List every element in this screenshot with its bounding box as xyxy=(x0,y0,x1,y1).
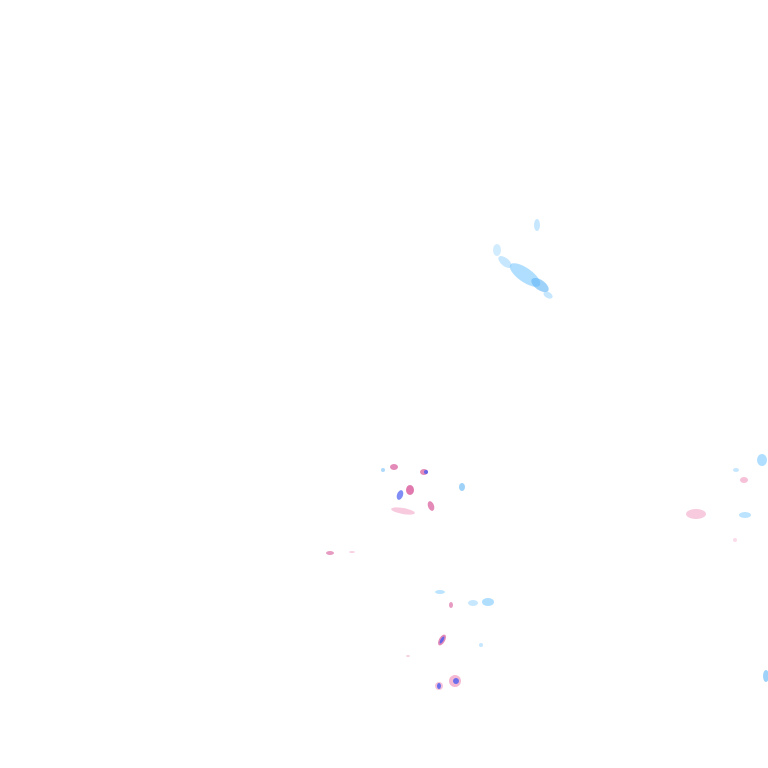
radar-echo-light-rain xyxy=(435,590,445,594)
radar-echo-heavy xyxy=(453,678,459,684)
radar-echo-light-rain xyxy=(757,454,767,466)
radar-echo-mixed xyxy=(686,509,706,519)
radar-echo-snow xyxy=(427,501,435,511)
radar-echo-snow xyxy=(406,485,414,495)
radar-echo-light-rain xyxy=(482,598,494,606)
radar-echo-snow xyxy=(449,602,453,608)
radar-echo-mixed xyxy=(349,551,355,553)
radar-echo-light-rain xyxy=(543,291,553,299)
radar-echo-rain xyxy=(763,670,768,682)
radar-echo-light-rain xyxy=(479,643,483,647)
radar-echo-light-rain xyxy=(493,244,501,256)
radar-echo-heavy xyxy=(396,490,404,500)
radar-echo-rain xyxy=(531,277,549,293)
radar-echo-rain xyxy=(459,483,465,491)
radar-echo-mixed xyxy=(740,477,748,483)
radar-echo-snow xyxy=(326,551,334,555)
radar-echo-light-rain xyxy=(498,256,512,268)
radar-echo-light-rain xyxy=(739,512,751,518)
radar-echo-light-rain xyxy=(468,600,478,606)
radar-echo-mixed xyxy=(406,655,410,657)
radar-echo-heavy xyxy=(424,470,428,474)
radar-echo-heavy xyxy=(437,683,441,689)
radar-echo-heavy xyxy=(439,636,445,644)
radar-echo-snow xyxy=(390,464,398,470)
radar-echo-light-rain xyxy=(534,219,540,231)
radar-echo-mixed xyxy=(391,507,415,515)
radar-echo-mixed xyxy=(733,538,737,542)
radar-echo-rain xyxy=(381,468,385,472)
radar-echo-light-rain xyxy=(733,468,739,472)
